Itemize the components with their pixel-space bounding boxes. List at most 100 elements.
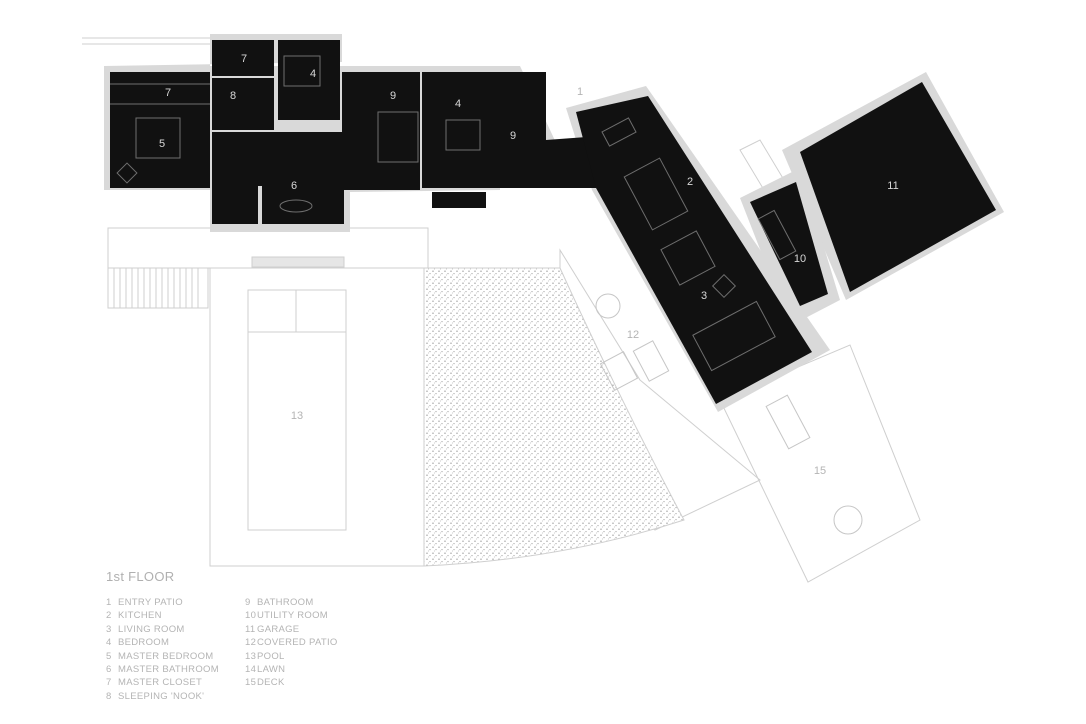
room-label-deck: 15 [814,465,826,477]
master-bedroom-mass [110,72,210,188]
garage-mass [800,82,996,292]
patio-lounge-b [632,340,670,382]
room-label-sleeping-nook: 8 [230,90,236,102]
legend-item: 8 SLEEPING 'NOOK' [106,690,219,703]
legend-label: COVERED PATIO [257,637,338,649]
living-ottoman [711,273,737,299]
legend-number: 3 [106,623,112,635]
step-lines [113,268,199,308]
master-bath-mass [262,160,344,224]
master-chair [116,162,138,184]
stair-core-mass [342,72,420,190]
legend-item: 10UTILITY ROOM [245,609,338,622]
legend-number: 7 [106,677,112,689]
room-label-entry-patio: 1 [577,86,583,98]
room-label-covered-patio: 12 [627,329,639,341]
room-label-pool: 13 [291,410,303,422]
legend-label: POOL [257,650,285,662]
room-label-bedroom-east: 4 [455,98,461,110]
entry-bench-mass [432,192,486,208]
legend-item: 14LAWN [245,663,338,676]
legend-item: 1 ENTRY PATIO [106,596,219,609]
legend-item: 15DECK [245,676,338,689]
room-label-bedroom-west: 4 [310,68,316,80]
legend-label: LIVING ROOM [118,623,185,635]
room-labels: 1 2 3 4 4 5 6 7 7 8 9 9 10 11 12 13 15 [159,53,899,477]
legend-number: 4 [106,637,112,649]
legend-label: MASTER BATHROOM [118,664,219,676]
kitchen-counter [601,117,637,147]
nook-mass [212,78,274,130]
legend-number: 8 [106,690,112,702]
legend-number: 10 [245,610,257,622]
room-label-master-bedroom: 5 [159,138,165,150]
legend-number: 1 [106,597,112,608]
bath-west-mass [212,150,258,224]
legend-item: 3 LIVING ROOM [106,623,219,636]
master-bed [135,117,181,159]
patio-lounge-a [599,350,639,392]
legend-number: 5 [106,650,112,662]
bathtub-icon [279,199,313,213]
room-label-kitchen: 2 [687,176,693,188]
legend-label: LAWN [257,664,286,676]
utility-counter [757,209,797,261]
room-label-bathroom-a: 9 [390,90,396,102]
room-label-utility-room: 10 [794,253,806,265]
room-label-master-closet-a: 7 [241,53,247,65]
legend-number: 14 [245,664,257,676]
stair [377,111,419,163]
dining-table [660,230,716,286]
legend-item: 5 MASTER BEDROOM [106,650,219,663]
bedroom-west-mass [278,40,340,120]
legend-label: UTILITY ROOM [257,610,328,622]
deck-round-table [833,505,863,535]
bedroom-east-bed [445,119,481,151]
legend-item: 12COVERED PATIO [245,636,338,649]
patio-round-table [595,293,621,319]
living-sofa [692,300,776,372]
legend-label: DECK [257,677,285,689]
interior-details [110,55,797,372]
room-label-master-closet-b: 7 [165,87,171,99]
room-label-living-room: 3 [701,290,707,302]
room-label-garage: 11 [887,180,898,192]
legend-number: 9 [245,597,251,608]
legend-item: 2 KITCHEN [106,609,219,622]
deck-dining-table [765,394,811,450]
kitchen-living-mass [576,96,812,404]
kitchen-island [623,157,689,231]
legend-item: 9 BATHROOM [245,596,338,609]
lawn-area [423,267,685,567]
plan-title: 1st FLOOR [106,569,175,584]
entry-steps [107,267,209,309]
deck-outline [719,344,921,583]
legend-number: 11 [245,623,256,635]
legend-number: 13 [245,650,257,662]
room-label-master-bathroom: 6 [291,180,297,192]
closet-mass [212,40,274,76]
legend-label: GARAGE [257,623,300,635]
pool-deck-outline [209,267,425,567]
bedroom-west-bed [283,55,321,87]
legend-label: KITCHEN [118,610,162,622]
patio-furniture [595,293,863,535]
bath-east-mass [494,72,546,188]
bedroom-east-mass [422,72,494,188]
room-label-bathroom-b: 9 [510,130,516,142]
legend-label: SLEEPING 'NOOK' [118,690,205,702]
legend-label: MASTER BEDROOM [118,650,214,662]
legend-number: 15 [245,677,257,689]
legend-label: ENTRY PATIO [118,597,183,608]
legend-label: BATHROOM [257,597,314,608]
legend-number: 2 [106,610,112,622]
building-interior [110,40,996,404]
legend-number: 12 [245,637,257,649]
